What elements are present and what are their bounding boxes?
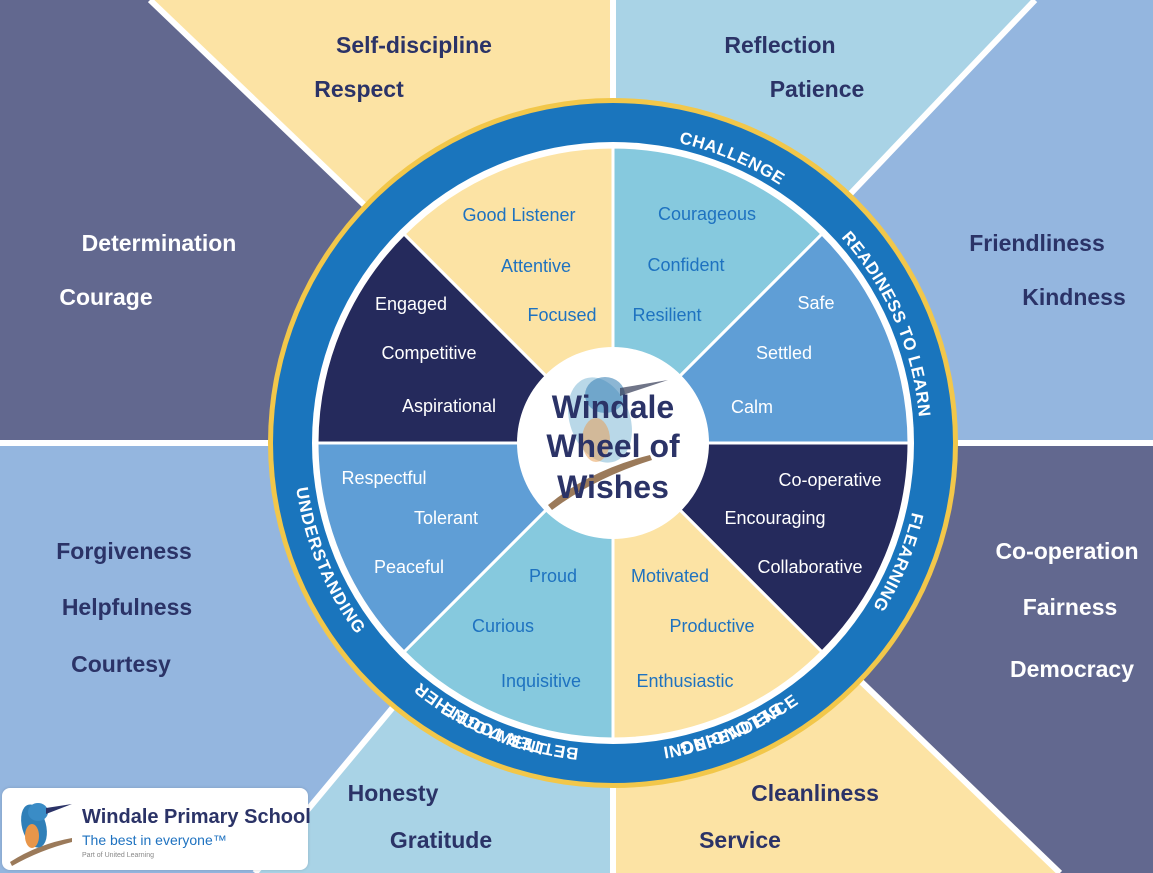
- outer-value: Kindness: [1022, 284, 1126, 310]
- outer-value: Cleanliness: [751, 780, 879, 806]
- outer-value: Co-operation: [995, 538, 1138, 564]
- center-hub: Windale Wheel of Wishes: [517, 347, 709, 539]
- outer-value: Determination: [82, 230, 237, 256]
- wheel-word: Respectful: [341, 468, 426, 488]
- wheel-word: Inquisitive: [501, 671, 581, 691]
- kingfisher-logo-icon: [10, 803, 72, 866]
- outer-value: Reflection: [724, 32, 835, 58]
- wheel-word: Calm: [731, 397, 773, 417]
- wheel-word: Encouraging: [724, 508, 825, 528]
- wheel-word: Aspirational: [402, 396, 496, 416]
- outer-value: Forgiveness: [56, 538, 192, 564]
- outer-value: Self-discipline: [336, 32, 492, 58]
- wheel-words: Good Listener Attentive Focused Courageo…: [341, 204, 881, 691]
- school-name: Windale Primary School: [82, 806, 311, 828]
- wheel-word: Peaceful: [374, 557, 444, 577]
- wheel-word: Tolerant: [414, 508, 478, 528]
- wheel-word: Safe: [797, 293, 834, 313]
- wheel-word: Proud: [529, 566, 577, 586]
- outer-value: Honesty: [348, 780, 439, 806]
- wheel-word: Enthusiastic: [636, 671, 733, 691]
- wheel-word: Attentive: [501, 256, 571, 276]
- wheel-word: Courageous: [658, 204, 756, 224]
- wheel-word: Good Listener: [462, 205, 575, 225]
- school-tagline: The best in everyone™: [82, 832, 227, 848]
- wheel-word: Curious: [472, 616, 534, 636]
- wheel-word: Focused: [527, 305, 596, 325]
- wheel-word: Settled: [756, 343, 812, 363]
- school-logo-card: Windale Primary School The best in every…: [2, 788, 311, 870]
- wheel-word: Competitive: [381, 343, 476, 363]
- outer-value: Courage: [59, 284, 152, 310]
- wheel-word: Motivated: [631, 566, 709, 586]
- center-title-line3: Wishes: [557, 469, 669, 505]
- outer-value: Gratitude: [390, 827, 492, 853]
- wheel-word: Resilient: [632, 305, 701, 325]
- outer-value: Friendliness: [969, 230, 1104, 256]
- wheel-word: Productive: [669, 616, 754, 636]
- outer-value: Fairness: [1023, 594, 1118, 620]
- school-subline: Part of United Learning: [82, 852, 154, 859]
- outer-value: Respect: [314, 76, 404, 102]
- outer-value: Democracy: [1010, 656, 1134, 682]
- kingfisher-icon: [548, 377, 668, 510]
- wheel-word: Confident: [647, 255, 724, 275]
- wheel-word: Engaged: [375, 294, 447, 314]
- outer-value: Service: [699, 827, 781, 853]
- outer-values: Self-discipline Respect Reflection Patie…: [56, 32, 1138, 853]
- center-title-line2: Wheel of: [546, 428, 680, 464]
- outer-value: Patience: [770, 76, 865, 102]
- outer-value: Helpfulness: [62, 594, 192, 620]
- outer-value: Courtesy: [71, 651, 171, 677]
- wheel-word: Co-operative: [778, 470, 881, 490]
- center-title-line1: Windale: [552, 389, 674, 425]
- wheel-word: Collaborative: [757, 557, 862, 577]
